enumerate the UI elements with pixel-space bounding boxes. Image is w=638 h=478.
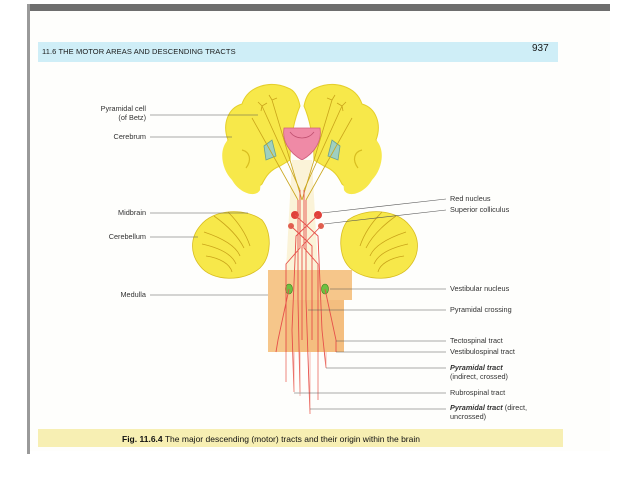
figure-caption-text: The major descending (motor) tracts and … (164, 434, 420, 444)
label-vestibulospinal-tract: Vestibulospinal tract (450, 347, 515, 356)
label-pyramidal-cell-line1: Pyramidal cell (100, 104, 146, 113)
figure-caption: Fig. 11.6.4 The major descending (motor)… (122, 434, 420, 444)
label-pyramidal-tract-direct-sub2: uncrossed) (450, 412, 487, 421)
book-page (30, 11, 610, 451)
midline-arc (289, 131, 315, 139)
label-cerebrum: Cerebrum (113, 132, 146, 141)
section-header-title: 11.6 THE MOTOR AREAS AND DESCENDING TRAC… (42, 47, 236, 56)
label-midbrain: Midbrain (118, 208, 146, 217)
cerebellum-left-folia (201, 211, 251, 273)
label-pyramidal-tract-indirect-title: Pyramidal tract (450, 363, 503, 372)
tract-extensions (285, 352, 327, 414)
label-rubrospinal-tract: Rubrospinal tract (450, 388, 506, 397)
label-superior-colliculus: Superior colliculus (450, 205, 510, 214)
spinal-cord-upper (286, 300, 344, 352)
label-pyramidal-crossing: Pyramidal crossing (450, 305, 512, 314)
label-vestibular-nucleus: Vestibular nucleus (450, 284, 510, 293)
label-medulla: Medulla (120, 290, 146, 299)
label-pyramidal-tract-direct-sub1: (direct, (504, 403, 528, 412)
cerebellum-right-folia (359, 211, 409, 273)
pyramidal-fibers (251, 94, 353, 201)
scan-left-border (27, 4, 30, 454)
sulcus-right (353, 149, 363, 169)
label-red-nucleus: Red nucleus (450, 194, 491, 203)
page-number: 937 (532, 43, 549, 54)
caption-bar (38, 429, 563, 447)
label-tectospinal-tract: Tectospinal tract (450, 336, 503, 345)
scan-top-border (28, 4, 610, 11)
label-pyramidal-cell: Pyramidal cell (of Betz) (80, 104, 146, 122)
label-pyramidal-tract-indirect-sub: (indirect, crossed) (450, 372, 508, 381)
label-pyramidal-tract-indirect: Pyramidal tract (indirect, crossed) (450, 363, 508, 381)
label-cerebellum: Cerebellum (108, 232, 146, 241)
sulcus-left (241, 149, 251, 169)
label-pyramidal-cell-line2: (of Betz) (118, 113, 146, 122)
temporal-lobe-left (222, 140, 262, 195)
label-pyramidal-tract-direct-title: Pyramidal tract (450, 403, 503, 412)
brainstem-stalk (286, 160, 318, 270)
section-header-bar (38, 42, 558, 62)
descending-tracts (275, 190, 337, 415)
thalamus-midline (283, 127, 321, 161)
temporal-lobe-right (342, 140, 382, 195)
label-pyramidal-tract-direct: Pyramidal tract (direct, uncrossed) (450, 403, 527, 421)
leader-lines-right (294, 198, 447, 410)
figure-label: Fig. 11.6.4 (122, 434, 163, 444)
leader-lines-left (150, 114, 268, 296)
